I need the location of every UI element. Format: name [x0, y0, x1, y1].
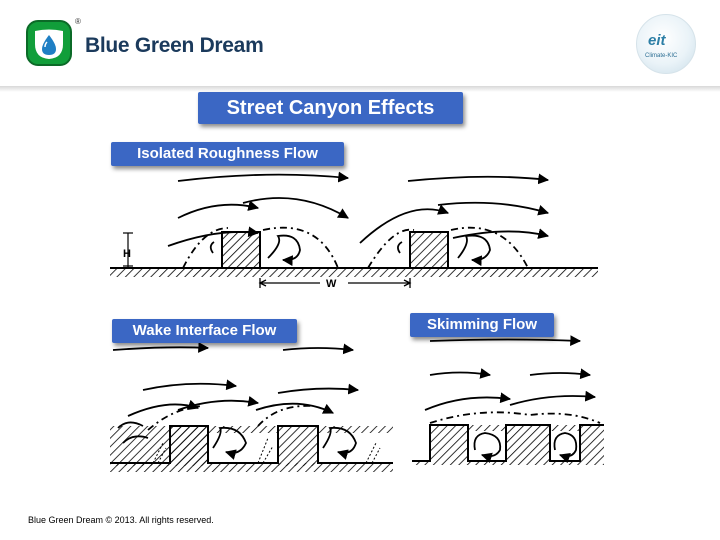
- skimming-flow-label: Skimming Flow: [410, 313, 554, 337]
- blue-green-dream-logo: [26, 20, 72, 66]
- eit-logo-text: eit: [648, 32, 666, 49]
- slide-title: Street Canyon Effects: [198, 92, 463, 124]
- wake-interface-diagram: [110, 342, 393, 472]
- isolated-roughness-flow-label: Isolated Roughness Flow: [111, 142, 344, 166]
- copyright-footer: Blue Green Dream © 2013. All rights rese…: [28, 515, 214, 525]
- slide-header: ® Blue Green Dream eit Climate-KIC: [0, 0, 720, 92]
- skimming-flow-diagram: [412, 335, 604, 465]
- registered-mark: ®: [75, 17, 81, 26]
- eit-logo-subtext: Climate-KIC: [645, 53, 678, 59]
- header-divider: [0, 86, 720, 92]
- height-label: H: [123, 248, 131, 260]
- brand-name: Blue Green Dream: [85, 34, 264, 57]
- isolated-roughness-diagram: H W: [110, 171, 598, 290]
- eit-climate-kic-logo: eit Climate-KIC: [636, 14, 696, 74]
- spacing-label: W: [326, 278, 337, 290]
- wake-interface-flow-label: Wake Interface Flow: [112, 319, 297, 343]
